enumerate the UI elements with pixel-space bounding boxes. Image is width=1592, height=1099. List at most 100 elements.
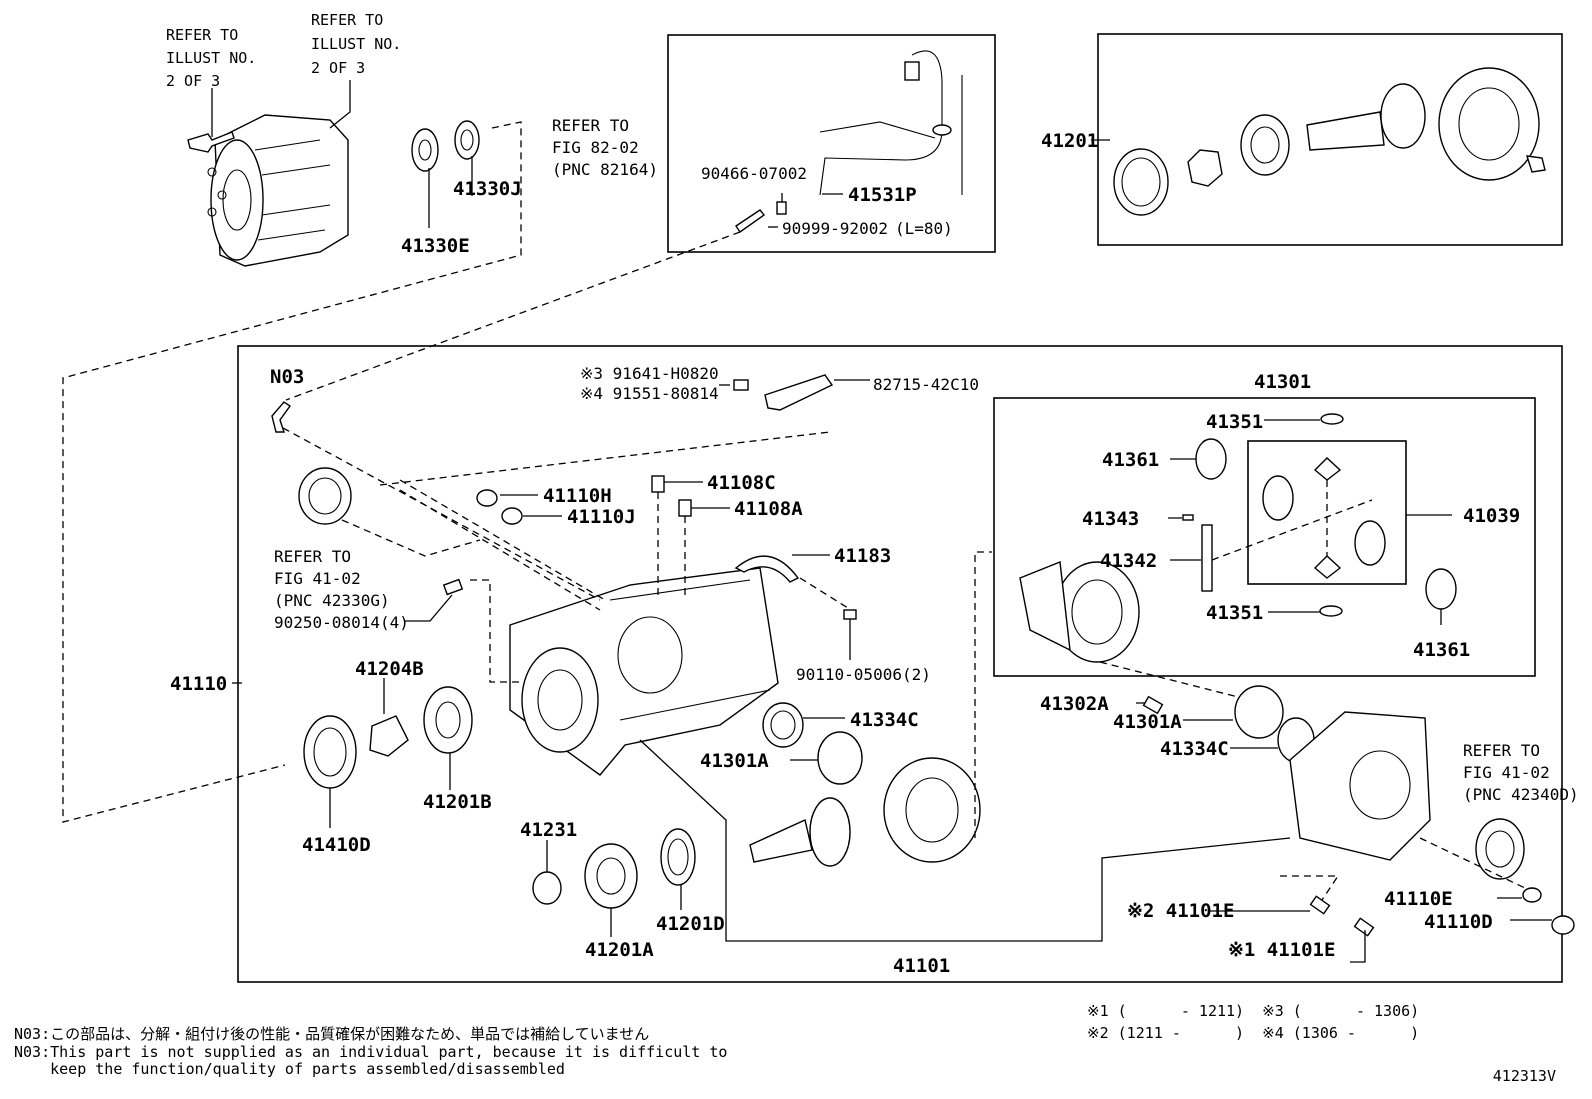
refer-illust-b-line2: ILLUST NO.: [311, 35, 401, 53]
label-41361-left: 41361: [1102, 449, 1159, 471]
label-41330E: 41330E: [401, 235, 470, 257]
note-en-line2: keep the function/quality of parts assem…: [14, 1060, 565, 1078]
label-41101E-2: ※2 41101E: [1127, 900, 1234, 922]
label-41183: 41183: [834, 545, 891, 567]
label-41351-bottom: 41351: [1206, 602, 1263, 624]
bearing-41201B-part: [423, 686, 473, 754]
refer-illust-a-line1: REFER TO: [166, 26, 238, 44]
label-41531P: 41531P: [848, 184, 917, 206]
note-en-line1: N03:This part is not supplied as an indi…: [14, 1043, 728, 1061]
pinion-washer-41351a-part: [1320, 413, 1344, 425]
race-41201D-part: [660, 828, 696, 886]
refer-fig82-line3: (PNC 82164): [552, 160, 658, 179]
label-41334C-right: 41334C: [1160, 738, 1229, 760]
label-41330J: 41330J: [453, 178, 522, 200]
extension-housing-part: [207, 114, 349, 267]
bearing-41201A-part: [584, 843, 638, 909]
thrust-washer-41361b-part: [1425, 568, 1457, 610]
drive-pinion-main-part: [749, 797, 851, 867]
refer-fig41-d-line2: FIG 41-02: [1463, 763, 1550, 782]
refer-illust-a-line2: ILLUST NO.: [166, 49, 256, 67]
label-90110: 90110-05006(2): [796, 665, 931, 684]
side-gears-part: [1262, 457, 1386, 579]
refer-illust-a: REFER TO ILLUST NO. 2 OF 3: [166, 26, 256, 90]
plug-41108C-part: [651, 475, 665, 493]
label-n03: N03: [270, 366, 304, 388]
ring-gear-main-part: [883, 757, 981, 863]
shaft-41342-part: [1201, 524, 1213, 592]
side-gear-subframe: [1247, 440, 1407, 585]
refer-fig41-g-line3: (PNC 42330G): [274, 591, 390, 610]
refer-illust-b: REFER TO ILLUST NO. 2 OF 3: [311, 11, 401, 77]
oil-seal-part: [1113, 148, 1169, 216]
label-41201: 41201: [1041, 130, 1098, 152]
label-41410D: 41410D: [302, 834, 371, 856]
breather-hose-part: [735, 209, 766, 233]
bolt-41302A-part: [1142, 695, 1164, 715]
carrier-housing-part: [509, 567, 779, 776]
label-41361-right: 41361: [1413, 639, 1470, 661]
refer-fig41-g: REFER TO FIG 41-02 (PNC 42330G): [274, 547, 390, 610]
label-41110J: 41110J: [567, 506, 636, 528]
label-41108C: 41108C: [707, 472, 776, 494]
legend-row-1: ※1 ( - 1211) ※3 ( - 1306): [1087, 1002, 1420, 1020]
label-41301A-right: 41301A: [1113, 711, 1182, 733]
cover-seal-part: [1475, 818, 1525, 880]
refer-fig41-d-line1: REFER TO: [1463, 741, 1540, 760]
cover-bolt-part: [733, 379, 749, 391]
label-41101E-1: ※1 41101E: [1228, 939, 1335, 961]
housing-bolt-part: [187, 131, 235, 153]
ring-gear-bolt-part: [1526, 155, 1546, 173]
gasket-41108A-part: [678, 499, 692, 517]
pinion-washer-41351b-part: [1319, 605, 1343, 617]
hose-clip-part: [776, 201, 787, 215]
diff-case-subframe: [993, 397, 1536, 677]
thrust-washer-41361a-part: [1195, 438, 1227, 480]
note-jp: N03:この部品は、分解・組付け後の性能・品質確保が困難なため、単品では補給して…: [14, 1025, 650, 1043]
refer-fig82-line2: FIG 82-02: [552, 138, 639, 157]
refer-fig82: REFER TO FIG 82-02 (PNC 82164): [552, 116, 658, 179]
baffle-screw-part: [843, 609, 857, 620]
label-41201A: 41201A: [585, 939, 654, 961]
label-90999-length: (L=80): [895, 219, 953, 238]
breather-inset-frame: [667, 34, 996, 253]
label-90250: 90250-08014(4): [274, 613, 409, 632]
bearing-41301A-right-part: [1234, 685, 1284, 739]
label-41351-top: 41351: [1206, 411, 1263, 433]
refer-fig41-d-line3: (PNC 42340D): [1463, 785, 1579, 804]
label-41201B: 41201B: [423, 791, 492, 813]
label-41343: 41343: [1082, 508, 1139, 530]
refer-fig82-line1: REFER TO: [552, 116, 629, 135]
refer-fig41-g-line1: REFER TO: [274, 547, 351, 566]
label-41302A: 41302A: [1040, 693, 1109, 715]
label-41231: 41231: [520, 819, 577, 841]
gasket-41110J-part: [501, 507, 523, 525]
refer-illust-b-line1: REFER TO: [311, 11, 383, 29]
cover-bolt-e2-part: [1309, 895, 1331, 915]
refer-fig41-g-line2: FIG 41-02: [274, 569, 361, 588]
seal-41330J-part: [454, 120, 480, 160]
label-41342: 41342: [1100, 550, 1157, 572]
drive-pinion-part: [1306, 83, 1426, 151]
label-90466: 90466-07002: [701, 164, 807, 183]
label-41108A: 41108A: [734, 498, 803, 520]
refer-illust-a-line3: 2 OF 3: [166, 72, 220, 90]
plug-41110D-part: [1551, 915, 1575, 935]
label-91551: ※4 91551-80814: [580, 384, 719, 403]
figure-code: 412313V: [1492, 1067, 1556, 1085]
label-41110H: 41110H: [543, 485, 612, 507]
bracket-part: [764, 374, 834, 411]
nut-41204B-part: [369, 715, 409, 757]
label-41334C-left: 41334C: [850, 709, 919, 731]
label-41110: 41110: [170, 673, 227, 695]
label-41301A-left: 41301A: [700, 750, 769, 772]
label-41110D: 41110D: [1424, 911, 1493, 933]
baffle-41183-part: [734, 555, 800, 583]
bearing-41301A-part: [817, 731, 863, 785]
ring-gear-part: [1438, 67, 1540, 181]
label-82715: 82715-42C10: [873, 375, 979, 394]
label-41110E: 41110E: [1384, 888, 1453, 910]
refer-illust-b-line3: 2 OF 3: [311, 59, 365, 77]
seal-41410D-part: [303, 715, 357, 789]
